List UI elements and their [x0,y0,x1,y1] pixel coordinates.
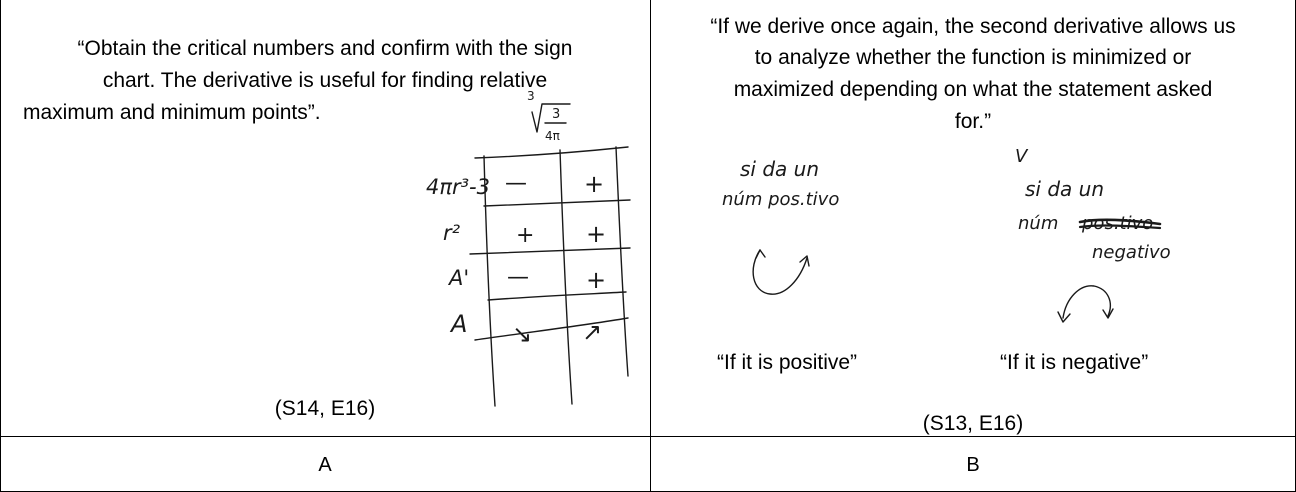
citation-b: (S13, E16) [922,412,1024,435]
negative-caption: “If it is negative” [1000,351,1149,374]
sign-chart-row-label: r² [443,221,461,245]
decreasing-arrow-icon: ↘ [512,320,532,348]
increasing-arrow-icon: ↗ [582,318,602,346]
radical-sign-icon [531,103,571,133]
citation-a: (S14, E16) [274,397,376,420]
handwritten-note-right-line-1: si da un [1025,177,1104,201]
root-index: 3 [527,89,535,103]
quote-a-line-1: “Obtain the critical numbers and confirm… [77,37,573,60]
quote-a-line-2: chart. The derivative is useful for find… [102,69,548,92]
sign-chart-row-label: 4πr³-3 [426,175,490,199]
quote-a-line-3: maximum and minimum points”. [23,101,321,124]
handwritten-note-left-line-1: si da un [740,157,819,181]
sign-cell: + [586,220,606,248]
root-denominator: 4π [545,129,560,143]
positive-caption: “If it is positive” [717,351,858,374]
handwritten-note-right-line-3: negativo [1092,242,1171,263]
cell-label-b: B [966,454,980,476]
sign-cell: + [586,266,606,294]
sign-cell: + [584,170,604,198]
sign-chart-row-label: A' [447,266,469,290]
quote-b-line-1: “If we derive once again, the second der… [710,15,1236,38]
sign-cell: — [507,265,529,290]
handwritten-note-right-line-2: núm [1018,213,1058,234]
quote-b-line-2: to analyze whether the function is minim… [754,46,1192,69]
cell-label-a: A [318,454,332,476]
handwritten-crossed-word: pos.tivo [1081,213,1153,234]
concave-up-arrow-icon [752,249,808,295]
sign-chart-row-label: A [449,310,467,338]
handwritten-sign-chart: 3 3 4π 4πr³-3 r² A' A — + + + — + ↘ ↗ [426,89,631,407]
handwritten-check-mark: V [1015,146,1029,167]
quote-b-line-4: for.” [954,110,992,133]
root-numerator: 3 [552,107,560,122]
handwritten-note-left-line-2: núm pos.tivo [722,189,839,210]
handwritten-notes: si da un núm pos.tivo V si da un núm pos… [722,146,1171,323]
sign-cell: + [516,223,534,248]
concave-down-arrow-icon [1062,285,1112,319]
sign-cell: — [505,171,527,196]
quote-b-line-3: maximized depending on what the statemen… [733,78,1213,101]
